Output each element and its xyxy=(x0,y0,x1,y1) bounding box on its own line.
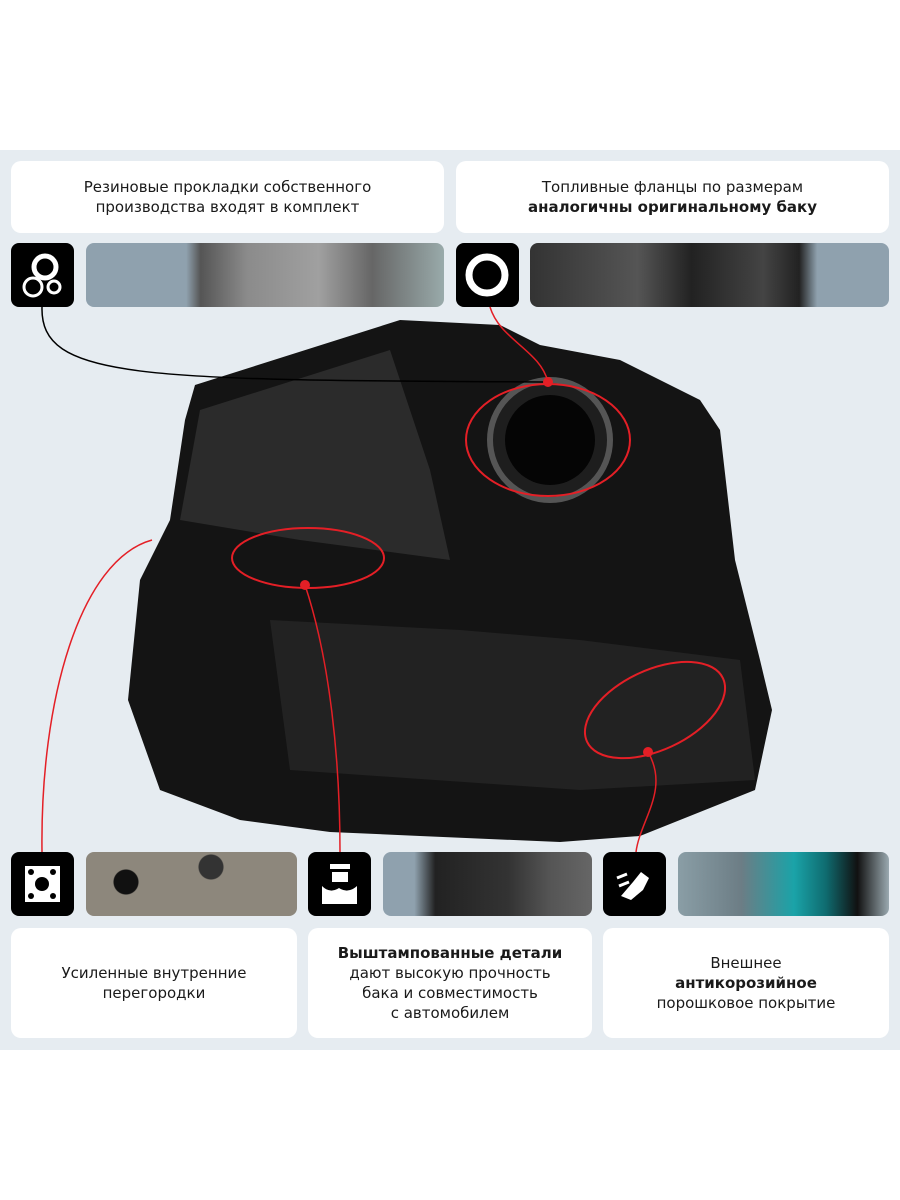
gaskets-line1: Резиновые прокладки собственного xyxy=(83,178,372,196)
stamped-part-photo xyxy=(383,852,592,916)
stamped-line1: дают высокую прочность xyxy=(349,964,551,982)
coating-bold: антикорозийное xyxy=(675,974,817,992)
gaskets-line2: производства входят в комплект xyxy=(95,198,360,216)
flanges-bold: аналогичны оригинальному баку xyxy=(527,198,818,216)
partition-photo xyxy=(86,852,297,916)
flange-photo xyxy=(530,243,889,307)
spray-coating-icon xyxy=(603,852,666,916)
stamped-line3: с автомобилем xyxy=(390,1004,510,1022)
spray-gun-photo xyxy=(678,852,889,916)
stamping-press-icon xyxy=(308,852,371,916)
feature-coating-text: Внешнее антикорозийное порошковое покрытие xyxy=(603,928,889,1038)
partitions-line1: Усиленные внутренние xyxy=(61,964,247,982)
reinforced-partition-icon xyxy=(11,852,74,916)
flanges-line1: Топливные фланцы по размерам xyxy=(541,178,804,196)
feature-gaskets-text: Резиновые прокладки собственного производ… xyxy=(11,161,444,233)
stamped-bold: Выштампованные детали xyxy=(337,944,563,962)
feature-stamped-text: Выштампованные детали дают высокую прочно… xyxy=(308,928,592,1038)
feature-flanges-text: Топливные фланцы по размерам аналогичны о… xyxy=(456,161,889,233)
feature-partitions-text: Усиленные внутренние перегородки xyxy=(11,928,297,1038)
partitions-line2: перегородки xyxy=(102,984,206,1002)
flange-icon xyxy=(456,243,519,307)
gasket-rings-icon xyxy=(11,243,74,307)
coating-line2: порошковое покрытие xyxy=(656,994,836,1012)
stamped-line2: бака и совместимость xyxy=(362,984,538,1002)
gasket-photo xyxy=(86,243,444,307)
coating-line1: Внешнее xyxy=(710,954,782,972)
